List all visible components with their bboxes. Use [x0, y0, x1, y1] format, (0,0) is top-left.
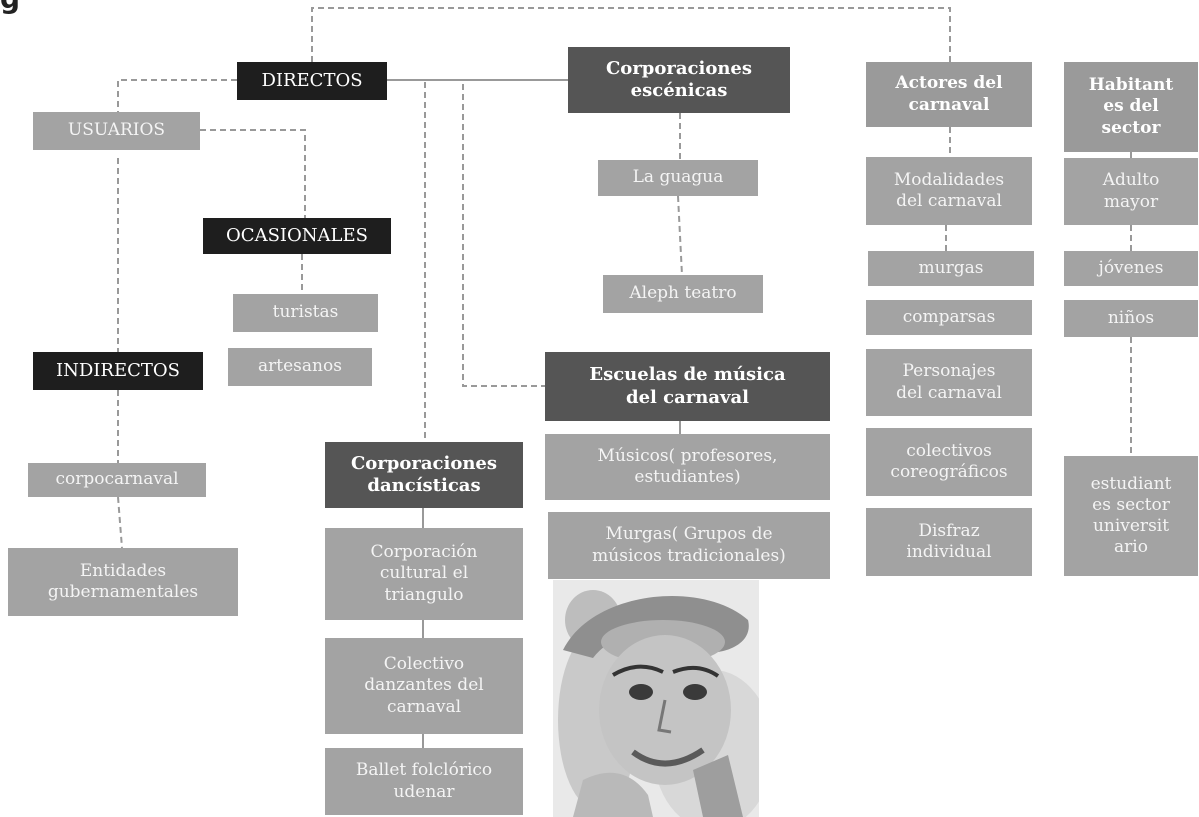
node-disfraz-individual: Disfraz individual	[866, 508, 1032, 576]
connector-top-bracket	[311, 7, 951, 62]
node-usuarios: USUARIOS	[33, 112, 200, 150]
connector-directos-dancisticas	[387, 79, 426, 447]
node-colectivo-danzantes: Colectivo danzantes del carnaval	[325, 638, 523, 734]
node-aleph-teatro: Aleph teatro	[603, 275, 763, 313]
node-corpocarnaval: corpocarnaval	[28, 463, 206, 497]
node-artesanos: artesanos	[228, 348, 372, 386]
node-corporacion-cultural: Corporación cultural el triangulo	[325, 528, 523, 620]
node-escuelas-musica: Escuelas de música del carnaval	[545, 352, 830, 421]
node-indirectos: INDIRECTOS	[33, 352, 203, 390]
node-comparsas: comparsas	[866, 300, 1032, 335]
node-ocasionales: OCASIONALES	[203, 218, 391, 254]
node-jovenes: jóvenes	[1064, 251, 1198, 286]
node-murgas-grupos: Murgas( Grupos de músicos tradicionales)	[548, 512, 830, 579]
node-murgas: murgas	[868, 251, 1034, 286]
carnival-figure-image	[553, 580, 759, 817]
node-turistas: turistas	[233, 294, 378, 332]
node-entidades: Entidades gubernamentales	[8, 548, 238, 616]
node-ballet-folclorico: Ballet folclórico udenar	[325, 748, 523, 815]
node-adulto-mayor: Adulto mayor	[1064, 158, 1198, 225]
node-corporaciones-escenicas: Corporaciones escénicas	[568, 47, 790, 113]
connector-corpocarnaval-entidades	[117, 496, 123, 549]
node-habitantes-sector: Habitant es del sector	[1064, 62, 1198, 152]
node-la-guagua: La guagua	[598, 160, 758, 196]
node-corporaciones-dancisticas: Corporaciones dancísticas	[325, 442, 523, 508]
page-title: g	[0, 0, 20, 15]
node-directos: DIRECTOS	[237, 62, 387, 100]
node-modalidades: Modalidades del carnaval	[866, 157, 1032, 225]
node-ninos: niños	[1064, 300, 1198, 337]
node-musicos: Músicos( profesores, estudiantes)	[545, 434, 830, 500]
node-personajes: Personajes del carnaval	[866, 349, 1032, 416]
connector-directos-escuelas	[387, 79, 545, 387]
node-actores-carnaval: Actores del carnaval	[866, 62, 1032, 127]
connector-usuarios-ocasionales	[200, 129, 306, 218]
connector-guagua-aleph	[677, 195, 683, 276]
node-colectivos-coreograficos: colectivos coreográficos	[866, 428, 1032, 496]
node-estudiantes: estudiant es sector universit ario	[1064, 456, 1198, 576]
